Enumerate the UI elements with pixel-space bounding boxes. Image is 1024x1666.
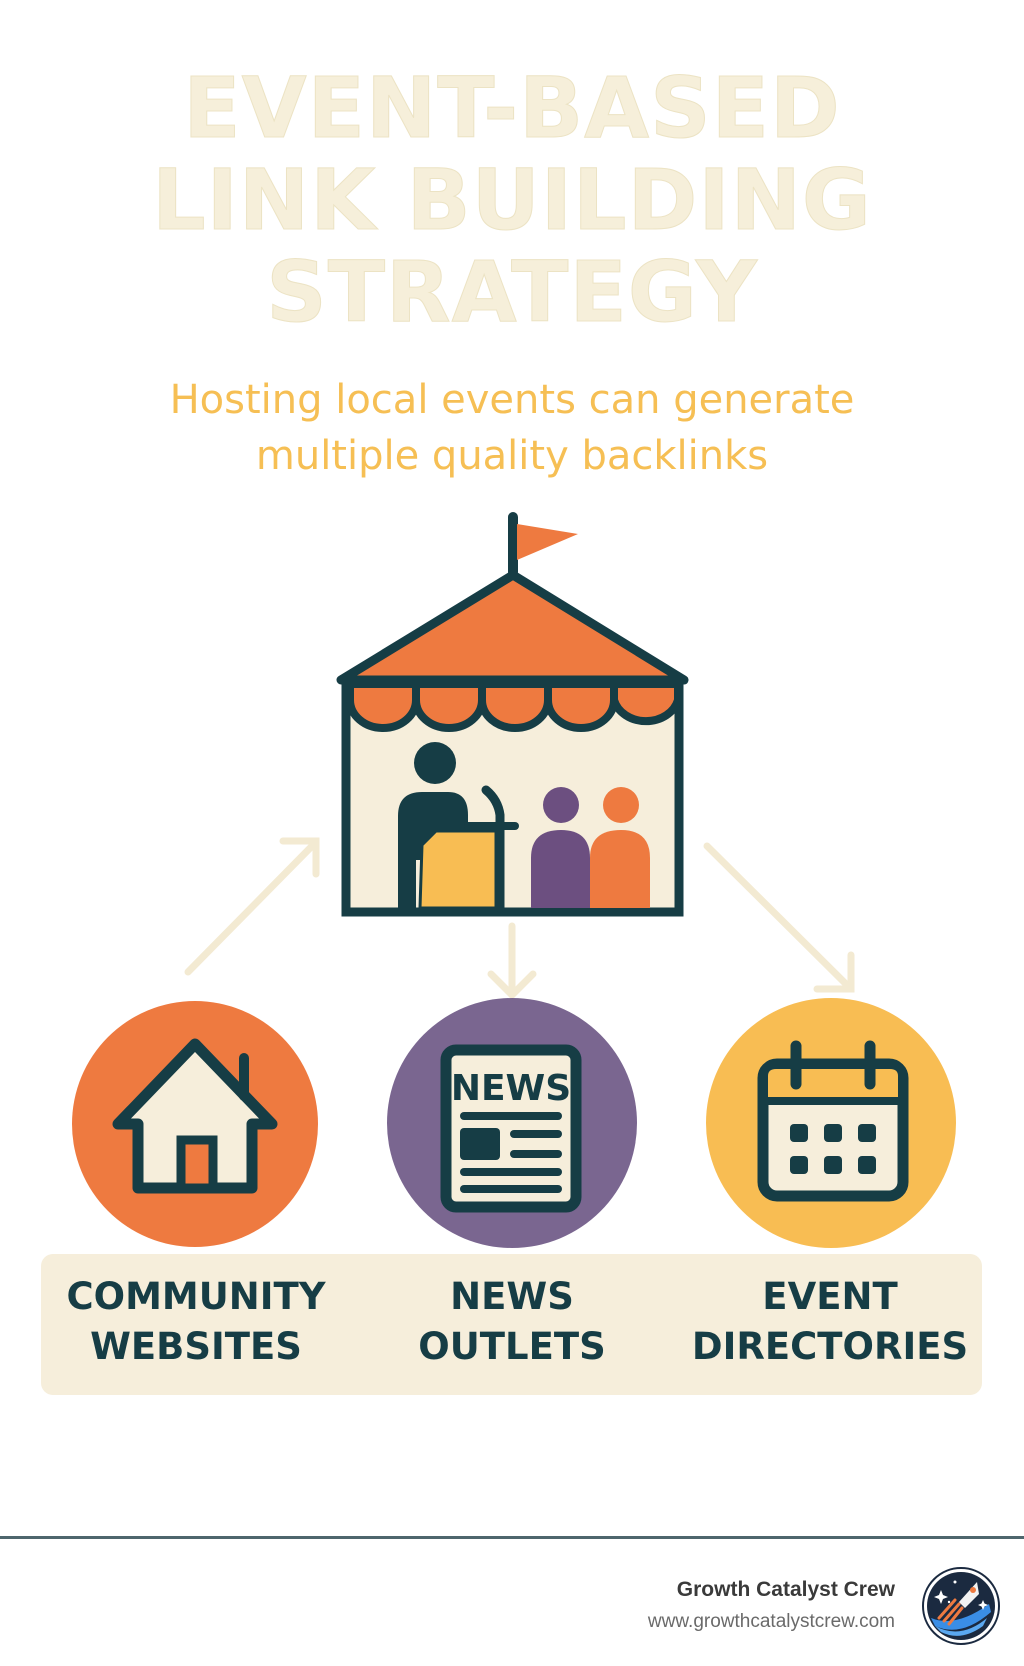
title-line-3: STRATEGY xyxy=(266,243,758,341)
title-line-1: EVENT-BASED xyxy=(183,59,841,157)
community-websites-circle xyxy=(72,1001,318,1247)
house-icon xyxy=(112,1038,278,1194)
news-outlets-circle: NEWS xyxy=(387,998,637,1248)
subtitle: Hosting local events can generate multip… xyxy=(0,372,1024,484)
subtitle-line-2: multiple quality backlinks xyxy=(255,433,769,479)
arrow-event-to-directories-icon xyxy=(703,842,855,993)
title-line-2: LINK BUILDING xyxy=(152,151,872,249)
event-tent-icon xyxy=(336,512,689,917)
attendee-purple-icon xyxy=(531,787,590,908)
flag-icon xyxy=(517,524,578,560)
attendee-orange-icon xyxy=(590,787,650,908)
footer-divider xyxy=(0,1536,1024,1539)
event-directories-circle xyxy=(706,998,956,1248)
arrow-community-to-event-icon xyxy=(184,837,320,976)
outcome-labels-panel: COMMUNITY WEBSITES NEWS OUTLETS EVENT DI… xyxy=(41,1254,982,1395)
arrow-event-to-news-icon xyxy=(487,922,537,1000)
svg-text:NEWS: NEWS xyxy=(451,1068,571,1109)
calendar-icon xyxy=(757,1040,909,1202)
label-community-websites: COMMUNITY WEBSITES xyxy=(66,1275,326,1368)
speaker-icon xyxy=(398,742,519,913)
brand-name: Growth Catalyst Crew xyxy=(676,1578,895,1601)
label-news-outlets: NEWS OUTLETS xyxy=(418,1275,606,1368)
page-title: EVENT-BASED LINK BUILDING STRATEGY xyxy=(0,59,1024,341)
rocket-logo-icon xyxy=(922,1567,1000,1645)
brand-url[interactable]: www.growthcatalystcrew.com xyxy=(647,1611,895,1632)
subtitle-line-1: Hosting local events can generate xyxy=(169,377,855,423)
newspaper-icon: NEWS xyxy=(440,1044,582,1213)
label-event-directories: EVENT DIRECTORIES xyxy=(691,1275,969,1368)
